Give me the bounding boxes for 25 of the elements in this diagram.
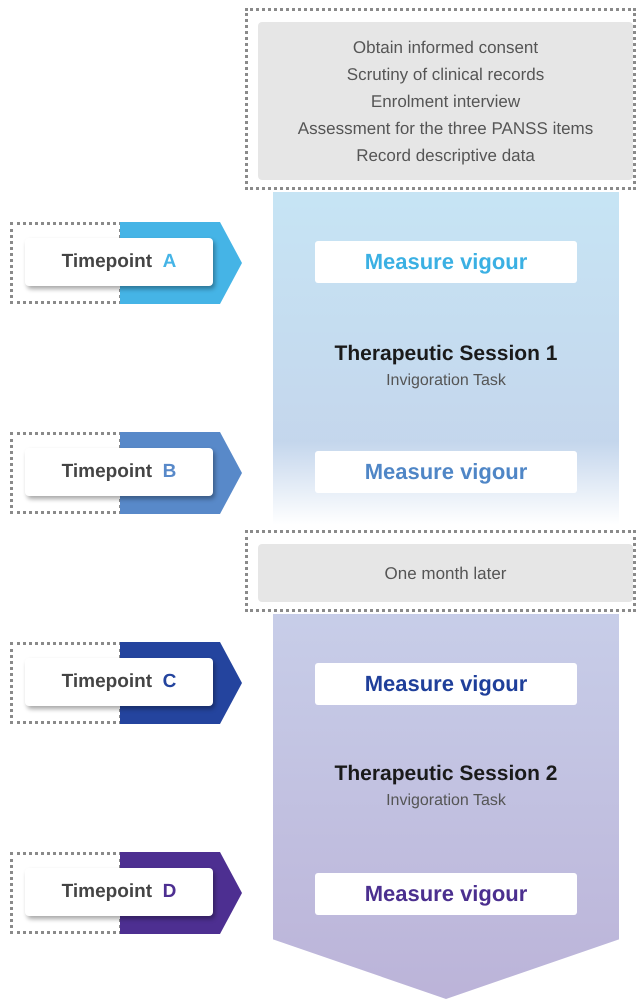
step-text: Record descriptive data bbox=[356, 144, 535, 166]
timepoint-tag bbox=[10, 222, 242, 304]
step-text: Scrutiny of clinical records bbox=[346, 64, 544, 86]
timepoint-tag bbox=[10, 852, 242, 934]
measure-label: Measure vigour bbox=[315, 663, 577, 705]
session-subtitle: Invigoration Task bbox=[385, 372, 507, 390]
timepoint-tag bbox=[10, 642, 242, 724]
timepoint-label: Timepoint B bbox=[25, 448, 213, 496]
session-band bbox=[273, 614, 619, 999]
step-text: Enrolment interview bbox=[370, 90, 520, 112]
step-text: Obtain informed consent bbox=[352, 36, 538, 58]
timepoint-label: Timepoint A bbox=[25, 238, 213, 286]
timepoint-label: Timepoint D bbox=[25, 868, 213, 916]
session-subtitle: Invigoration Task bbox=[385, 792, 507, 810]
step-text: One month later bbox=[384, 562, 506, 584]
session-title: Therapeutic Session 1 bbox=[334, 342, 558, 366]
session-title: Therapeutic Session 2 bbox=[334, 762, 558, 786]
timepoint-tag bbox=[10, 432, 242, 514]
step-text: Assessment for the three PANSS items bbox=[298, 118, 594, 140]
note-panel bbox=[258, 544, 633, 602]
measure-label: Measure vigour bbox=[315, 241, 577, 283]
measure-label: Measure vigour bbox=[315, 873, 577, 915]
timepoint-label: Timepoint C bbox=[25, 658, 213, 706]
measure-label: Measure vigour bbox=[315, 451, 577, 493]
steps-panel bbox=[258, 22, 633, 180]
